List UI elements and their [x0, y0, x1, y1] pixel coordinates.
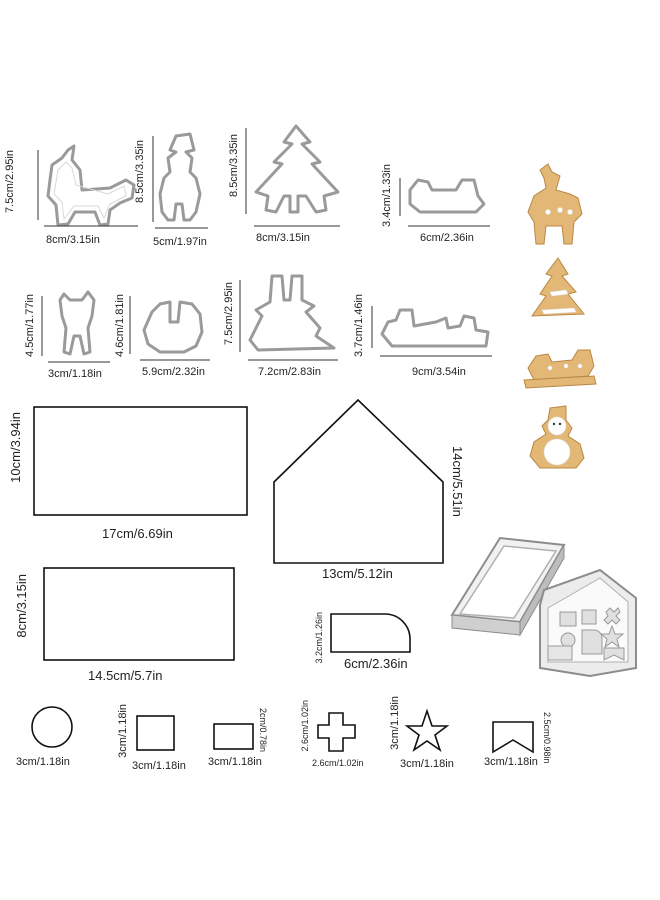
- square-width-label: 3cm/1.18in: [132, 760, 186, 772]
- wall-large-width-label: 17cm/6.69in: [102, 526, 173, 541]
- square-height-label: 3cm/1.18in: [117, 704, 129, 758]
- star-outline: [404, 708, 450, 753]
- tree-stand-width-label: 7.2cm/2.83in: [258, 366, 321, 378]
- door-height-label: 3.2cm/1.26in: [314, 612, 324, 664]
- roof-outline: [43, 567, 235, 661]
- reindeer-width-label: 8cm/3.15in: [46, 234, 100, 246]
- sleigh-runner-height-label: 3.7cm/1.46in: [353, 294, 365, 357]
- reindeer-cutter-icon: [37, 144, 138, 227]
- rectangle-outline: [213, 723, 254, 750]
- sleigh-runner-width-label: 9cm/3.54in: [412, 366, 466, 378]
- snowman-stand-height-label: 4.6cm/1.81in: [114, 294, 126, 357]
- snowman-stand-cutter-icon: [129, 296, 210, 361]
- sleigh-cutter-icon: [399, 178, 490, 227]
- tree-cookie-icon: [531, 257, 586, 317]
- tree-width-label: 8cm/3.15in: [256, 232, 310, 244]
- reindeer-cookie-icon: [527, 163, 583, 245]
- sleigh-cookie-icon: [523, 349, 597, 389]
- reindeer-stand-height-label: 4.5cm/1.77in: [24, 294, 36, 357]
- snowman-cookie-icon: [529, 405, 585, 469]
- door-outline: [330, 613, 411, 653]
- sleigh-width-label: 6cm/2.36in: [420, 232, 474, 244]
- cutter-set-icon: [450, 536, 637, 678]
- cross-outline: [317, 712, 356, 752]
- rectangle-height-label: 2cm/0.78in: [258, 708, 268, 753]
- cross-height-label: 2.6cm/1.02in: [300, 700, 310, 752]
- gable-height-label: 14cm/5.51in: [450, 446, 465, 517]
- roof-width-label: 14.5cm/5.7in: [88, 668, 163, 683]
- star-height-label: 3cm/1.18in: [389, 696, 401, 750]
- square-outline: [136, 715, 175, 751]
- cross-width-label: 2.6cm/1.02in: [312, 758, 364, 768]
- tree-stand-height-label: 7.5cm/2.95in: [223, 282, 235, 345]
- snowman-height-label: 8.5cm/3.35in: [134, 140, 146, 203]
- reindeer-stand-width-label: 3cm/1.18in: [48, 368, 102, 380]
- rectangle-width-label: 3cm/1.18in: [208, 756, 262, 768]
- flag-outline: [492, 721, 534, 754]
- snowman-stand-width-label: 5.9cm/2.32in: [142, 366, 205, 378]
- flag-width-label: 3cm/1.18in: [484, 756, 538, 768]
- snowman-width-label: 5cm/1.97in: [153, 236, 207, 248]
- snowman-cutter-icon: [152, 132, 208, 229]
- sleigh-height-label: 3.4cm/1.33in: [381, 164, 393, 227]
- wall-large-height-label: 10cm/3.94in: [8, 412, 23, 483]
- star-width-label: 3cm/1.18in: [400, 758, 454, 770]
- flag-height-label: 2.5cm/0.98in: [542, 712, 552, 764]
- circle-outline: [31, 706, 73, 748]
- gable-width-label: 13cm/5.12in: [322, 566, 393, 581]
- wall-large-outline: [33, 406, 248, 516]
- tree-cutter-icon: [245, 124, 340, 227]
- gable-outline: [273, 398, 444, 564]
- tree-height-label: 8.5cm/3.35in: [228, 134, 240, 197]
- sleigh-runner-cutter-icon: [371, 306, 492, 357]
- reindeer-height-label: 7.5cm/2.95in: [4, 150, 16, 213]
- reindeer-stand-cutter-icon: [41, 290, 110, 363]
- roof-height-label: 8cm/3.15in: [14, 574, 29, 638]
- tree-stand-cutter-icon: [239, 274, 338, 361]
- circle-width-label: 3cm/1.18in: [16, 756, 70, 768]
- door-width-label: 6cm/2.36in: [344, 656, 408, 671]
